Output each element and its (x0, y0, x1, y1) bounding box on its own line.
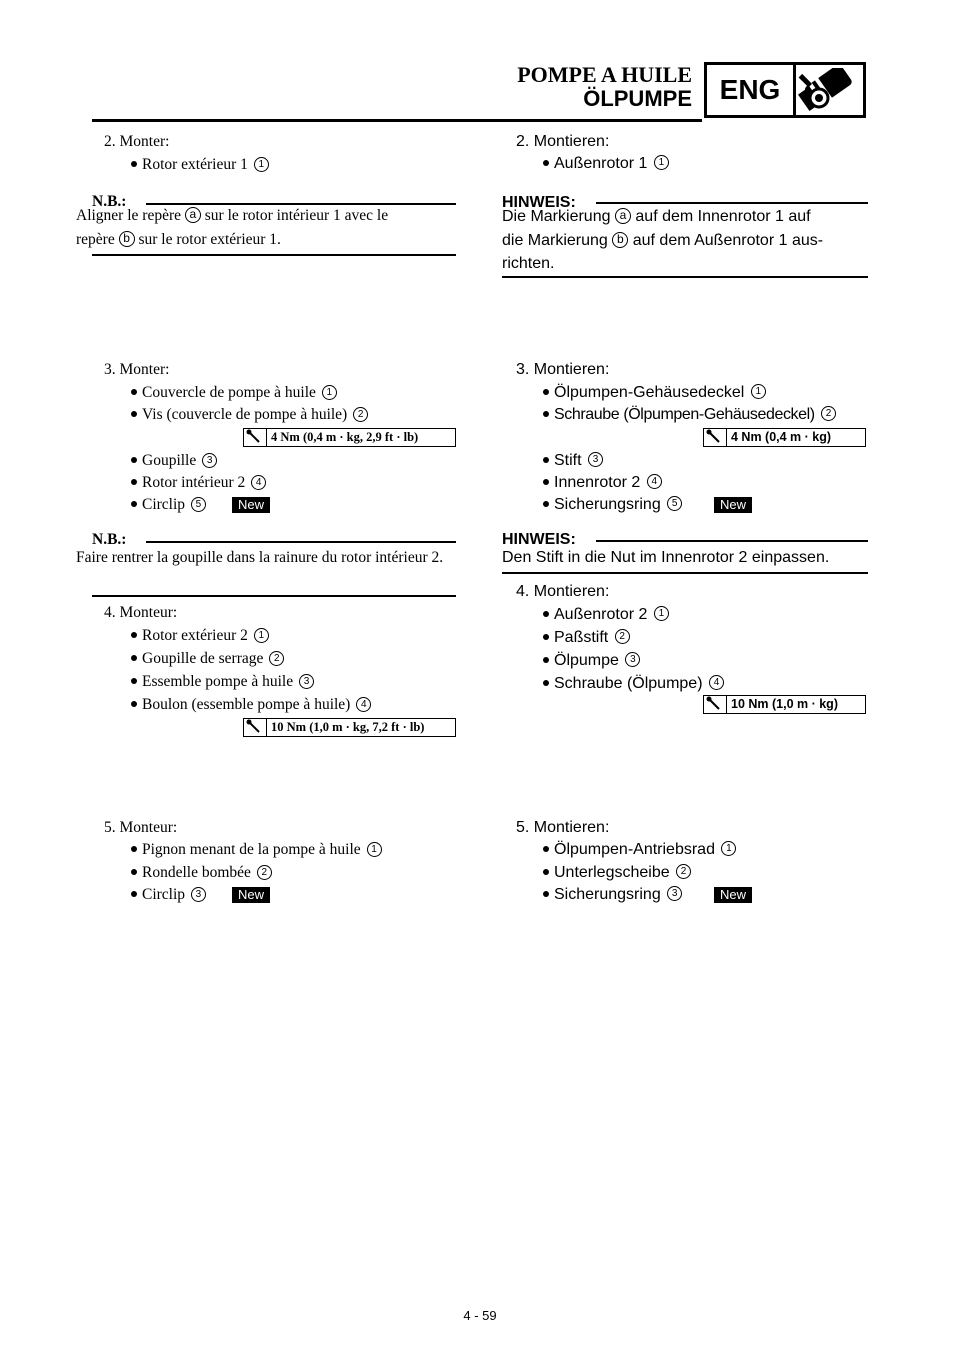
engine-icon (798, 68, 852, 111)
de-step3-item: Stift 3 (543, 451, 604, 471)
bullet-icon (131, 678, 137, 685)
bullet-icon (131, 389, 137, 396)
bullet-icon (131, 891, 137, 898)
new-badge: New (714, 887, 753, 903)
de-step3-torque: 4 Nm (0,4 m · kg) (703, 428, 866, 447)
fr-step4-item: Goupille de serrage 2 (131, 649, 285, 669)
fr-step3-torque: 4 Nm (0,4 m · kg, 2,9 ft · lb) (243, 428, 456, 447)
new-badge: New (232, 497, 271, 513)
fr-step4-label: 4. Monteur: (104, 604, 178, 621)
page-number: 4 - 59 (463, 1308, 497, 1323)
de-step3-item: Ölpumpen-Gehäusedeckel 1 (543, 383, 766, 403)
fr-note1-bottom-rule (92, 254, 456, 256)
fr-note1-rule (146, 203, 456, 205)
bullet-icon (131, 869, 137, 876)
de-step3-item: Innenrotor 2 4 (543, 473, 662, 493)
fr-note2-text: Faire rentrer la goupille dans la rainur… (76, 549, 444, 566)
title-fr: POMPE A HUILE (517, 62, 692, 87)
fr-step5-item: Rondelle bombée 2 (131, 863, 272, 883)
new-badge: New (232, 887, 271, 903)
bullet-icon (543, 868, 549, 875)
de-step5-item: Ölpumpen-Antriebsrad 1 (543, 840, 737, 860)
de-step4-label: 4. Montieren: (516, 583, 610, 600)
bullet-icon (543, 679, 549, 686)
bullet-icon (131, 161, 137, 168)
bullet-icon (543, 656, 549, 663)
bullet-icon (131, 846, 137, 853)
de-step3-item: Schraube (Ölpumpen-Gehäusedeckel) 2 (543, 405, 836, 425)
de-step3-item: Sicherungsring 5 (543, 495, 683, 515)
bullet-icon (543, 410, 549, 417)
fr-step2-item: Rotor extérieur 1 1 (131, 155, 269, 175)
fr-note2-rule (146, 541, 456, 543)
fr-step4-item: Essemble pompe à huile 3 (131, 672, 314, 692)
bullet-icon (543, 478, 549, 485)
fr-step4-torque: 10 Nm (1,0 m · kg, 7,2 ft · lb) (243, 718, 456, 737)
fr-step3-label: 3. Monter: (104, 361, 170, 378)
bullet-icon (131, 701, 137, 708)
de-note2-head: HINWEIS: (502, 531, 576, 548)
de-step4-torque: 10 Nm (1,0 m · kg) (703, 695, 866, 714)
de-step4-item: Schraube (Ölpumpe) 4 (543, 674, 724, 694)
torque-wrench-icon (244, 429, 267, 446)
section-badge-label: ENG (707, 65, 796, 115)
torque-wrench-icon (244, 719, 267, 736)
bullet-icon (543, 456, 549, 463)
bullet-icon (131, 501, 137, 508)
fr-step4-item: Rotor extérieur 2 1 (131, 626, 269, 646)
bullet-icon (543, 610, 549, 617)
fr-note1-line1: Aligner le repère a sur le rotor intérie… (76, 207, 389, 224)
bullet-icon (131, 457, 137, 464)
de-step5-item: Sicherungsring 3 (543, 885, 683, 905)
de-note2-rule (596, 540, 868, 542)
de-note1-line1: Die Markierung a auf dem Innenrotor 1 au… (502, 207, 811, 225)
fr-step3-item: Circlip 5 (131, 495, 206, 515)
de-step2-label: 2. Montieren: (516, 133, 610, 150)
de-note1-line3: richten. (502, 255, 555, 272)
fr-step3-item: Goupille 3 (131, 451, 218, 471)
de-note1-bottom-rule (502, 276, 868, 278)
fr-step2-label: 2. Monter: (104, 133, 170, 150)
de-note1-line2: die Markierung b auf dem Außenrotor 1 au… (502, 231, 824, 249)
de-note2-text: Den Stift in die Nut im Innenrotor 2 ein… (502, 549, 830, 566)
de-step5-item: Unterlegscheibe 2 (543, 863, 692, 883)
fr-step4-item: Boulon (essemble pompe à huile) 4 (131, 695, 372, 715)
fr-step3-item: Vis (couvercle de pompe à huile) 2 (131, 405, 369, 425)
section-badge: ENG (704, 62, 866, 118)
bullet-icon (543, 388, 549, 395)
bullet-icon (543, 633, 549, 640)
new-badge: New (714, 497, 753, 513)
fr-step3-item: Rotor intérieur 2 4 (131, 473, 267, 493)
fr-step3-item: Couvercle de pompe à huile 1 (131, 383, 337, 403)
bullet-icon (543, 845, 549, 852)
de-step2-item: Außenrotor 1 1 (543, 154, 669, 174)
bullet-icon (543, 159, 549, 166)
torque-wrench-icon (704, 696, 727, 713)
de-note2-bottom-rule (502, 572, 868, 574)
bullet-icon (131, 632, 137, 639)
bullet-icon (543, 890, 549, 897)
de-note1-head: HINWEIS: (502, 194, 576, 211)
fr-step5-item: Circlip 3 (131, 885, 206, 905)
fr-note2-head: N.B.: (92, 531, 127, 548)
de-step5-label: 5. Montieren: (516, 819, 610, 836)
bullet-icon (131, 479, 137, 486)
header-rule (92, 119, 702, 122)
bullet-icon (131, 411, 137, 418)
title-de: ÖLPUMPE (583, 86, 692, 111)
fr-step5-label: 5. Monteur: (104, 819, 178, 836)
torque-wrench-icon (704, 429, 727, 446)
fr-step5-item: Pignon menant de la pompe à huile 1 (131, 840, 382, 860)
bullet-icon (131, 655, 137, 662)
fr-note1-head: N.B.: (92, 193, 127, 210)
de-step4-item: Ölpumpe 3 (543, 651, 641, 671)
fr-note1-line2: repère b sur le rotor extérieur 1. (76, 231, 281, 248)
de-step4-item: Paßstift 2 (543, 628, 630, 648)
bullet-icon (543, 500, 549, 507)
fr-note2-bottom-rule (92, 595, 456, 597)
de-step4-item: Außenrotor 2 1 (543, 605, 669, 625)
de-step3-label: 3. Montieren: (516, 361, 610, 378)
de-note1-rule (596, 202, 868, 204)
